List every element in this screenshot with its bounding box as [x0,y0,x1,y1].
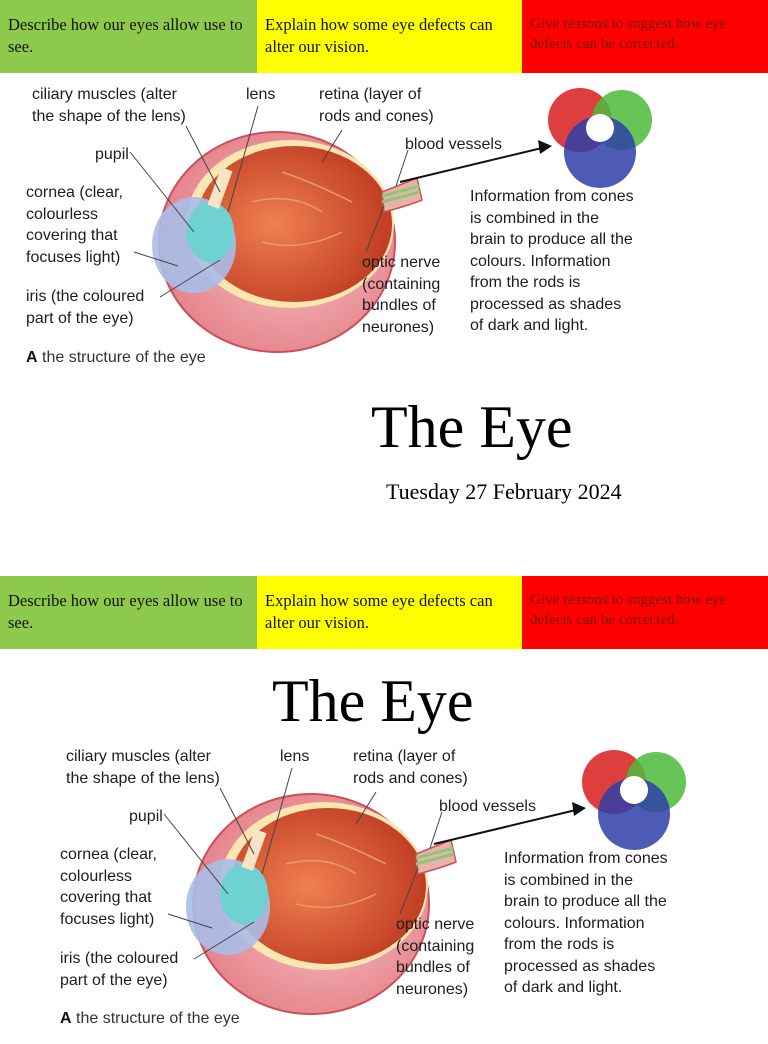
eye-diagram [163,750,686,1015]
lens-shape [220,864,268,924]
venn-blue [564,116,636,188]
page-title: The Eye [272,668,474,734]
nerve-fibres [415,846,455,866]
label-info: Information from cones is combined in th… [504,850,668,996]
arrow-head [538,140,552,154]
label-info: Information from cones is combined in th… [470,188,634,334]
nerve-fibres [381,184,421,204]
leader-lines [163,767,443,960]
objective-yellow: Explain how some eye defects can alter o… [257,0,522,73]
vitreous-chamber [230,808,426,964]
label-lens: lens [280,748,310,765]
caption-text: the structure of the eye [76,1010,240,1027]
objective-green: Describe how our eyes allow use to see. [0,0,257,73]
label-ciliary: ciliary muscles (alter the shape of the … [32,86,186,125]
date-text: Tuesday 27 February 2024 [386,479,622,504]
objective-red: Give reasons to suggest how eye defects … [522,0,768,73]
objective-red: Give reasons to suggest how eye defects … [522,576,768,649]
retina-vessels [285,833,387,909]
optic-nerve-shape [415,838,457,875]
venn-white [586,114,614,142]
label-cornea: cornea (clear, colourless covering that … [60,846,157,928]
caption-text: the structure of the eye [42,349,206,366]
caption-letter: A [26,349,38,366]
arrow-line [433,809,577,845]
ciliary-shape [241,829,267,871]
label-ciliary: ciliary muscles (alter the shape of the … [66,748,220,787]
eye-figure: ciliary muscles (alter the shape of the … [56,744,696,1044]
venn-blue [598,778,670,850]
label-retina: retina (layer of rods and cones) [353,748,468,787]
optic-nerve-shape [381,176,423,213]
arrow-line [399,147,543,183]
label-pupil: pupil [95,146,129,163]
eye-diagram [129,88,652,353]
figure-caption: A the structure of the eye [26,349,206,367]
objective-green: Describe how our eyes allow use to see. [0,576,257,649]
retina-vessels [251,171,353,247]
objective-yellow: Explain how some eye defects can alter o… [257,576,522,649]
objectives-band: Describe how our eyes allow use to see. … [0,576,768,649]
vitreous-chamber [196,146,392,302]
caption-letter: A [60,1010,72,1027]
label-optic-nerve: optic nerve (containing bundles of neuro… [396,916,475,998]
arrow-head [572,802,586,816]
label-iris: iris (the coloured part of the eye) [26,288,145,327]
venn-white [620,776,648,804]
leader-lines [129,105,409,298]
page-title: The Eye [371,394,573,460]
objectives-band: Describe how our eyes allow use to see. … [0,0,768,73]
label-blood-vessels: blood vessels [405,136,502,153]
label-retina: retina (layer of rods and cones) [319,86,434,125]
figure-caption: A the structure of the eye [60,1010,240,1028]
label-blood-vessels: blood vessels [439,798,536,815]
label-lens: lens [246,86,276,103]
slide-2: Describe how our eyes allow use to see. … [0,576,768,1027]
lens-shape [186,202,234,262]
eye-figure: ciliary muscles (alter the shape of the … [22,82,662,382]
label-cornea: cornea (clear, colourless covering that … [26,184,123,266]
label-pupil: pupil [129,808,163,825]
label-iris: iris (the coloured part of the eye) [60,950,179,989]
label-optic-nerve: optic nerve (containing bundles of neuro… [362,254,441,336]
ciliary-shape [207,167,233,209]
slide-1: Describe how our eyes allow use to see. … [0,0,768,504]
